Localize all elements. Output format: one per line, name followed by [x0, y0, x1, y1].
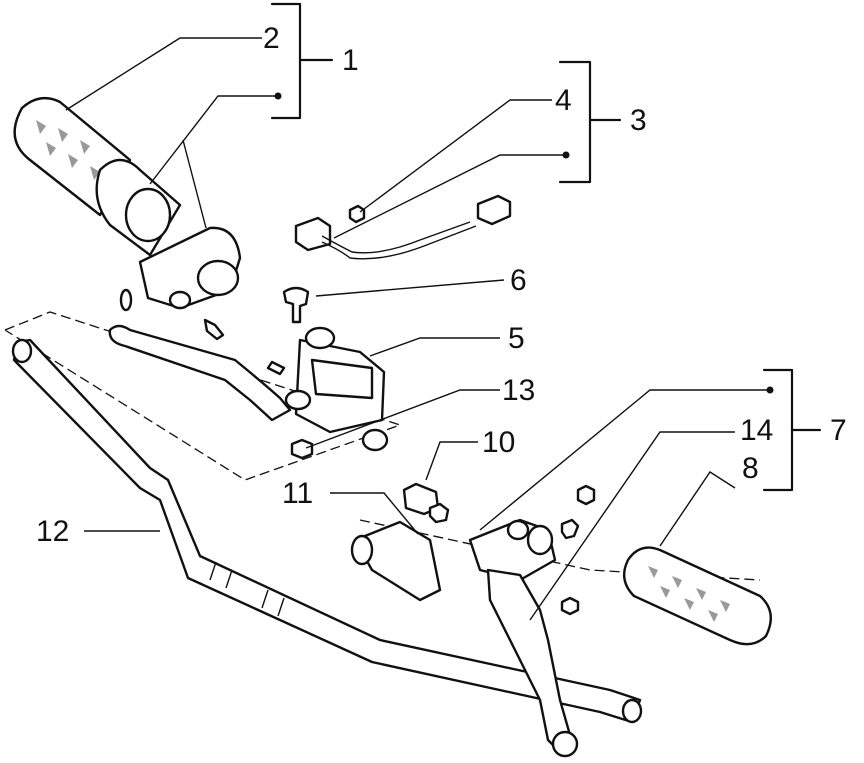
- label-10: 10: [482, 426, 515, 459]
- label-5: 5: [508, 322, 525, 355]
- label-3: 3: [630, 104, 647, 137]
- part-labels: 2 1 4 3 6 5 13 10 11 12 14 7 8: [36, 22, 847, 548]
- bracket-3: [558, 60, 622, 184]
- adjuster-10: [402, 482, 450, 524]
- clutch-lever: [486, 568, 579, 758]
- switch-11: [350, 520, 442, 602]
- o-ring: [119, 288, 133, 312]
- label-4: 4: [555, 84, 572, 117]
- label-8: 8: [742, 452, 759, 485]
- assembly-plane-left: [4, 311, 403, 481]
- right-grip: [622, 546, 772, 646]
- label-2: 2: [263, 22, 280, 55]
- clutch-bracket: [468, 518, 557, 582]
- label-13: 13: [502, 374, 535, 407]
- brake-lever-left: [108, 324, 292, 422]
- nut: [290, 438, 314, 460]
- throttle-housing: [138, 226, 242, 310]
- label-11: 11: [282, 477, 313, 510]
- label-1: 1: [342, 44, 359, 77]
- handlebar: [11, 338, 643, 724]
- lever-screw: [203, 318, 286, 376]
- label-12: 12: [36, 515, 69, 548]
- master-cylinder: [284, 326, 389, 452]
- right-small-parts: [560, 484, 596, 616]
- label-7: 7: [830, 414, 847, 447]
- bracket-1: [270, 2, 334, 120]
- stop-switch: [294, 194, 512, 260]
- label-14: 14: [740, 414, 773, 447]
- bracket-7: [762, 368, 822, 492]
- leader-lines: [65, 37, 774, 621]
- bolt: [282, 286, 310, 324]
- label-6: 6: [510, 264, 527, 297]
- left-grip: [13, 96, 182, 257]
